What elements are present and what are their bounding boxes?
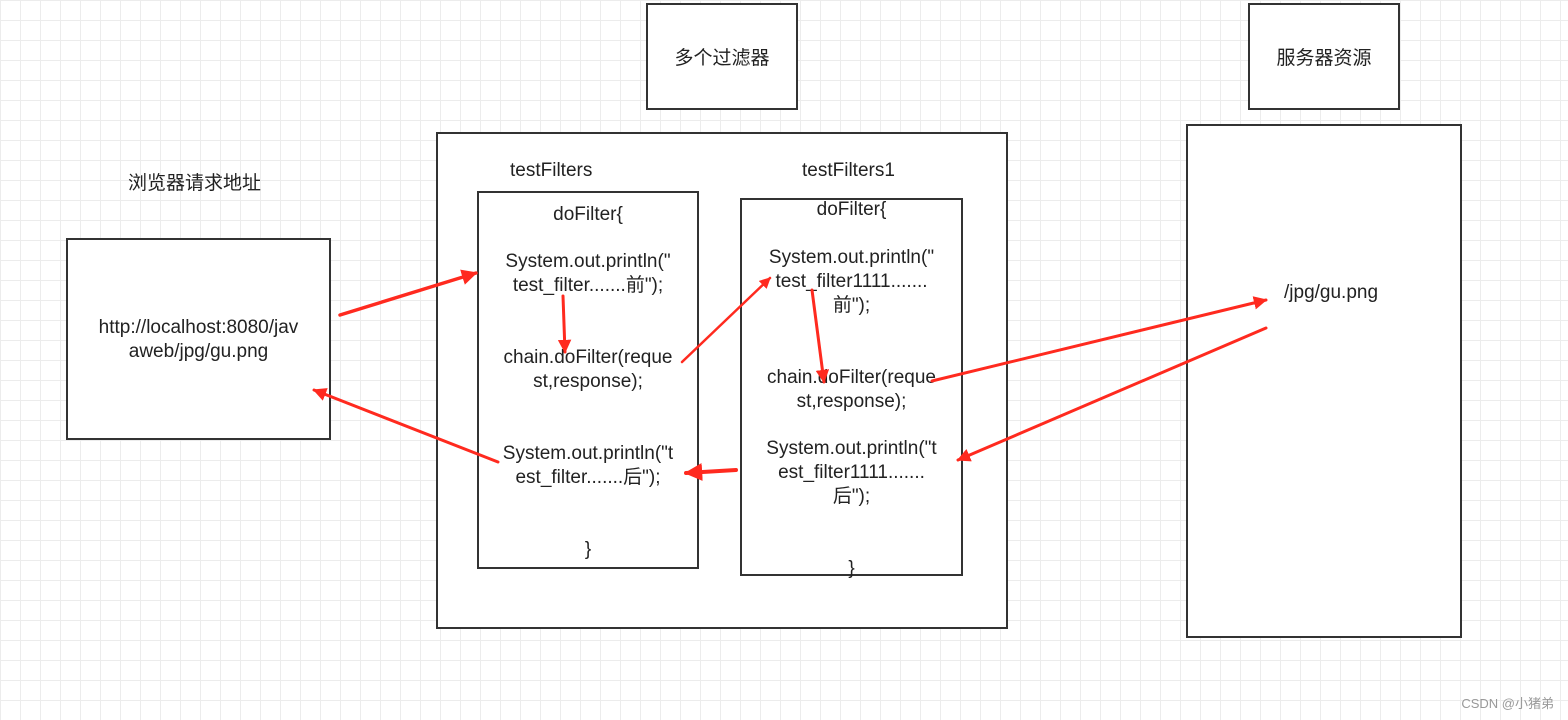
filter2-after: System.out.println("t est_filter1111....… bbox=[766, 438, 937, 507]
arrow-filter2-down bbox=[810, 288, 830, 384]
filters-title: 多个过滤器 bbox=[674, 48, 770, 69]
filter1-close: } bbox=[584, 539, 592, 560]
filter1-before: System.out.println(" test_filter.......前… bbox=[505, 251, 671, 296]
arrow-filter1-to-browser bbox=[312, 388, 500, 464]
server-title-box: 服务器资源 bbox=[1248, 3, 1400, 110]
filters-title-box: 多个过滤器 bbox=[646, 3, 798, 110]
filter1-box bbox=[477, 191, 699, 569]
arrow-filter1-to-filter2 bbox=[680, 276, 772, 364]
filter2-name: testFilters1 bbox=[802, 160, 895, 181]
filter2-before: System.out.println(" test_filter1111....… bbox=[768, 247, 935, 316]
filter2-box bbox=[740, 198, 963, 576]
server-box bbox=[1186, 124, 1462, 638]
server-resource: /jpg/gu.png bbox=[1284, 282, 1379, 303]
server-title: 服务器资源 bbox=[1276, 48, 1372, 69]
filter1-after: System.out.println("t est_filter.......后… bbox=[502, 443, 674, 488]
filter2-open: doFilter{ bbox=[816, 199, 887, 220]
filter2-close: } bbox=[848, 558, 855, 579]
browser-caption: 浏览器请求地址 bbox=[128, 173, 262, 194]
filter2-chain: chain.doFilter(reque st,response); bbox=[767, 367, 936, 412]
filter1-open: doFilter{ bbox=[553, 204, 623, 225]
arrow-filter2-to-filter1 bbox=[684, 463, 738, 482]
filter1-name: testFilters bbox=[510, 160, 593, 181]
browser-url: http://localhost:8080/jav aweb/jpg/gu.pn… bbox=[98, 317, 299, 362]
arrow-server-to-filter2 bbox=[956, 326, 1268, 462]
arrow-filter2-to-server bbox=[930, 296, 1268, 383]
filter1-chain: chain.doFilter(reque st,response); bbox=[503, 347, 673, 392]
watermark: CSDN @小猪弟 bbox=[1461, 696, 1554, 711]
browser-box bbox=[66, 238, 331, 440]
arrow-browser-to-filter1 bbox=[338, 269, 478, 317]
arrow-filter1-down bbox=[557, 294, 572, 354]
